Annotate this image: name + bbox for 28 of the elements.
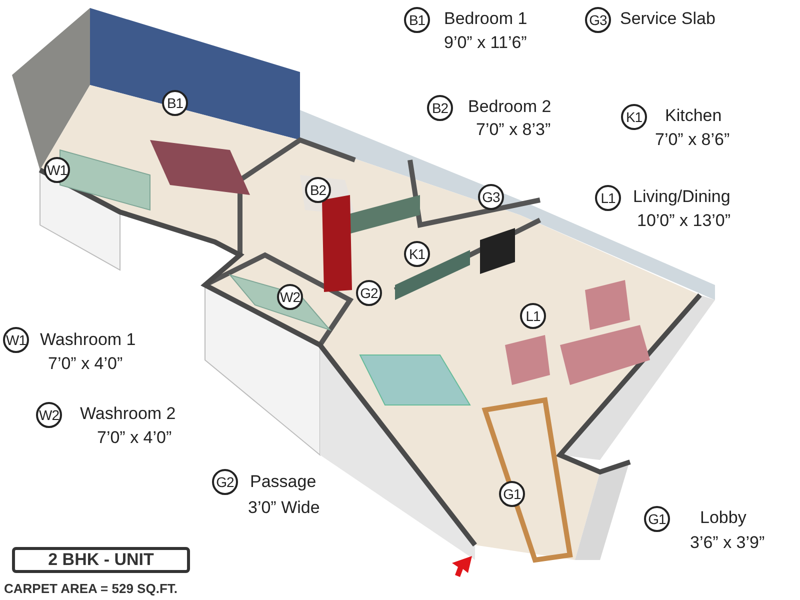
room-marker: B2 bbox=[427, 95, 453, 121]
room-size: 7’0” x 8’6” bbox=[655, 129, 730, 151]
room-marker: G1 bbox=[644, 506, 670, 532]
room-size: 3’0” Wide bbox=[248, 497, 320, 519]
room-name: Washroom 2 bbox=[80, 403, 176, 425]
room-marker: B1 bbox=[404, 7, 430, 33]
room-marker: G3 bbox=[585, 7, 611, 33]
room-name: Bedroom 1 bbox=[444, 8, 528, 30]
room-size: 3’6” x 3’9” bbox=[690, 532, 765, 554]
room-size: 7’0” x 4’0” bbox=[97, 427, 172, 449]
room-name: Bedroom 2 bbox=[468, 96, 552, 118]
area-note: CARPET AREA = 529 SQ.FT. bbox=[4, 581, 178, 596]
room-name: Lobby bbox=[700, 507, 746, 529]
room-size: 7’0” x 8’3” bbox=[476, 119, 551, 141]
room-name: Living/Dining bbox=[633, 186, 730, 208]
room-size: 7’0” x 4’0” bbox=[48, 353, 123, 375]
room-marker: W2 bbox=[36, 402, 62, 428]
room-marker: W1 bbox=[3, 327, 29, 353]
room-size: 10’0” x 13’0” bbox=[637, 210, 731, 232]
room-size: 9’0” x 11’6” bbox=[444, 32, 527, 54]
room-marker: L1 bbox=[595, 185, 621, 211]
room-name: Passage bbox=[250, 471, 316, 493]
room-name: Service Slab bbox=[620, 8, 716, 30]
room-name: Kitchen bbox=[665, 105, 722, 127]
room-marker: G2 bbox=[212, 469, 238, 495]
room-name: Washroom 1 bbox=[40, 329, 136, 351]
unit-title-box: 2 BHK - UNIT bbox=[12, 547, 190, 573]
room-marker: K1 bbox=[621, 104, 647, 130]
